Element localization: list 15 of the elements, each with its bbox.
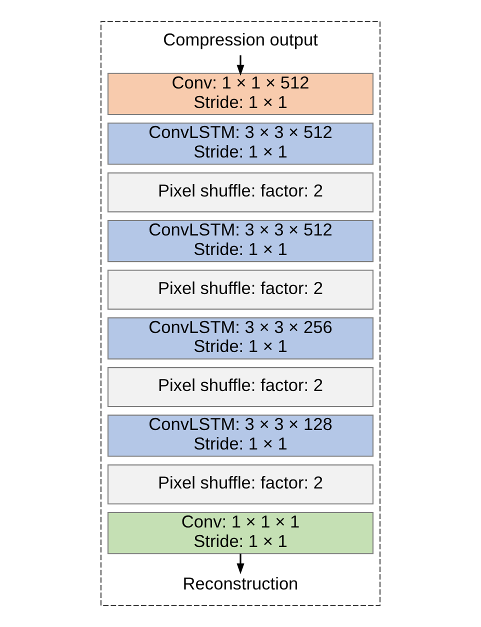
node-box: Conv: 1 × 1 × 1 Stride: 1 × 1	[107, 512, 374, 554]
node-box: Pixel shuffle: factor: 2	[107, 367, 374, 408]
node-box: ConvLSTM: 3 × 3 × 256 Stride: 1 × 1	[107, 317, 374, 360]
node-text: Reconstruction	[182, 574, 298, 594]
node-box: ConvLSTM: 3 × 3 × 128 Stride: 1 × 1	[107, 414, 374, 457]
node-text: Compression output	[163, 30, 318, 50]
node-box: Pixel shuffle: factor: 2	[107, 464, 374, 504]
node-box: ConvLSTM: 3 × 3 × 512 Stride: 1 × 1	[107, 220, 374, 262]
cluster	[100, 20, 381, 606]
node-box: Pixel shuffle: factor: 2	[107, 172, 374, 212]
node-box: Pixel shuffle: factor: 2	[107, 270, 374, 310]
arrow	[236, 55, 244, 76]
arrow	[236, 554, 244, 574]
node-box: ConvLSTM: 3 × 3 × 512 Stride: 1 × 1	[107, 122, 374, 165]
node-box: Conv: 1 × 1 × 512 Stride: 1 × 1	[107, 72, 374, 116]
